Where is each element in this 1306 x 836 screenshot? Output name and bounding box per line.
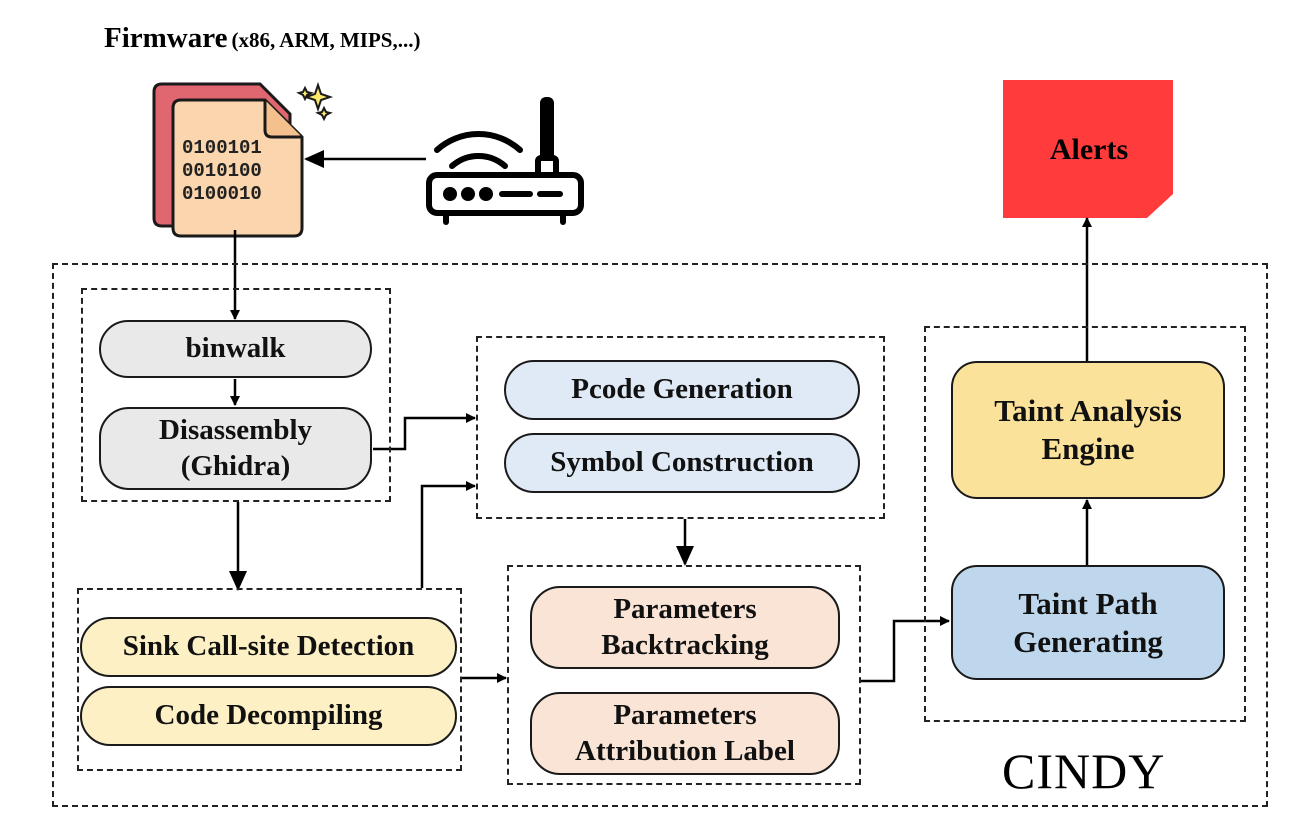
binary-line-1: 0100101 xyxy=(182,137,262,159)
taint-group xyxy=(924,326,1246,722)
disassembly-label: Disassembly (Ghidra) xyxy=(158,414,313,482)
pcode-generation-stage: Pcode Generation xyxy=(504,360,860,420)
alerts-label: Alerts xyxy=(1050,133,1128,166)
arrow-parameters-to-taint-path xyxy=(860,616,950,683)
parameters-attribution-label: Parameters Attribution Label xyxy=(575,699,795,767)
cindy-system-boundary xyxy=(52,263,1268,807)
page-title: Firmware (x86, ARM, MIPS,...) xyxy=(104,22,420,55)
parameters-backtracking-stage: Parameters Backtracking xyxy=(530,586,840,669)
ir-group xyxy=(476,336,885,519)
parameters-backtracking-label: Parameters Backtracking xyxy=(601,593,769,661)
binary-line-2: 0010100 xyxy=(182,160,262,182)
code-decompiling-stage: Code Decompiling xyxy=(80,686,457,746)
symbol-construction-label: Symbol Construction xyxy=(550,446,814,479)
sink-callsite-detection-stage: Sink Call-site Detection xyxy=(80,617,457,677)
code-decompiling-label: Code Decompiling xyxy=(154,699,383,732)
taint-analysis-engine-label: Taint Analysis Engine xyxy=(994,393,1182,466)
sparkle-icon xyxy=(296,81,334,122)
taint-analysis-engine-stage: Taint Analysis Engine xyxy=(951,361,1225,499)
binary-line-3: 0100010 xyxy=(182,183,262,205)
parameters-attribution-label-stage: Parameters Attribution Label xyxy=(530,692,840,775)
sink-detection-group xyxy=(77,588,462,771)
firmware-file-icon: 0100101 0010100 0100010 xyxy=(152,82,304,238)
symbol-construction-stage: Symbol Construction xyxy=(504,433,860,493)
binwalk-stage: binwalk xyxy=(99,320,372,378)
disassembly-stage: Disassembly (Ghidra) xyxy=(99,407,372,490)
firmware-architectures: (x86, ARM, MIPS,...) xyxy=(231,28,421,52)
arrow-decompile-to-symbol xyxy=(420,481,476,588)
taint-path-generating-label: Taint Path Generating xyxy=(1013,585,1163,659)
parameters-group xyxy=(507,565,861,785)
firmware-title: Firmware xyxy=(104,22,228,54)
taint-path-generating-stage: Taint Path Generating xyxy=(951,565,1225,680)
extraction-group xyxy=(81,288,391,502)
pcode-generation-label: Pcode Generation xyxy=(571,373,793,406)
cindy-label: CINDY xyxy=(1002,743,1166,799)
binwalk-label: binwalk xyxy=(185,332,286,365)
alerts-box xyxy=(1003,80,1173,218)
sink-callsite-detection-label: Sink Call-site Detection xyxy=(122,630,415,663)
router-icon xyxy=(426,97,584,225)
